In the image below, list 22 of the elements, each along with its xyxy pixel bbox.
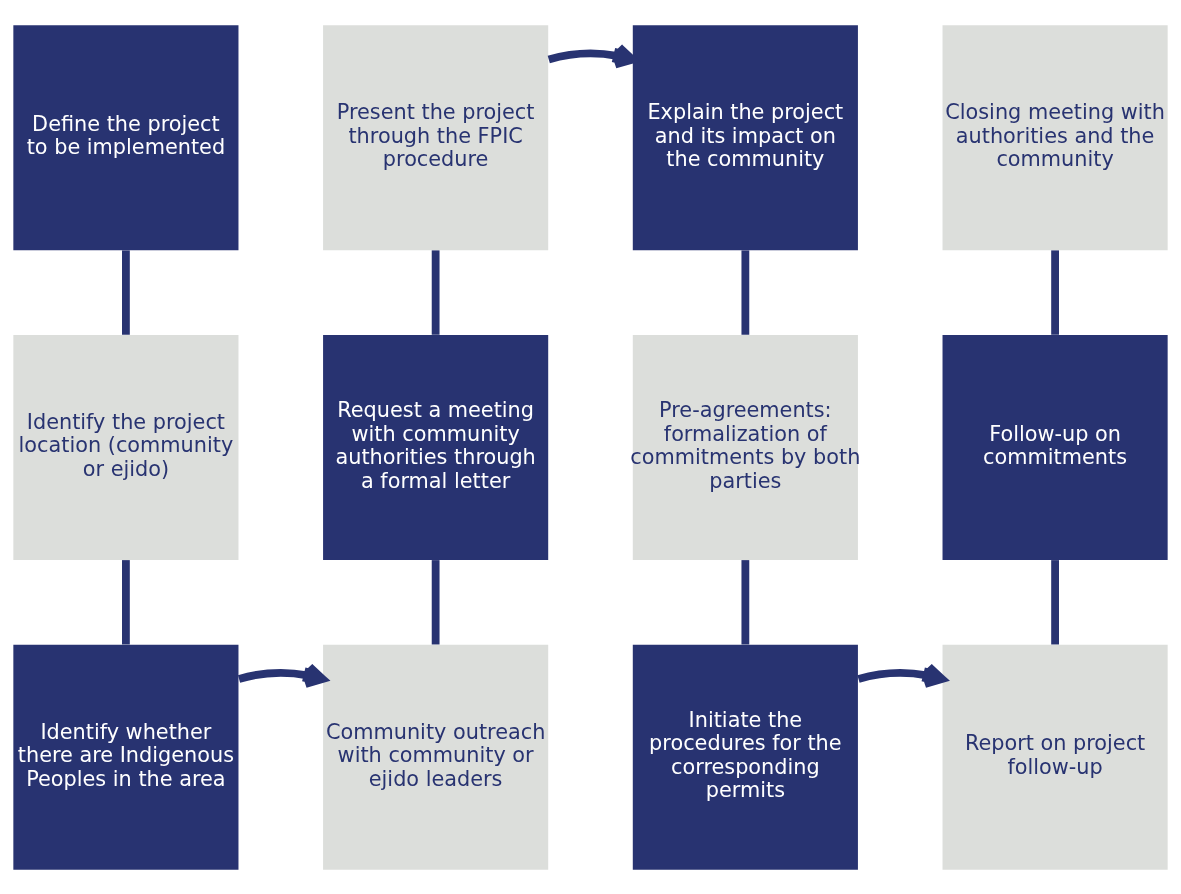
node-box: Pre-agreements: formalization of commitments by both parties: [632, 334, 858, 560]
connector: [741, 249, 750, 335]
arrow: [238, 662, 328, 688]
connector: [431, 559, 440, 644]
node-box: Community outreach with community or ejido leaders: [323, 644, 549, 870]
node-box: Report on project follow-up: [942, 644, 1168, 870]
connector: [1051, 249, 1059, 335]
connector: [431, 249, 440, 335]
node-box: Closing meeting with authorities and the community: [942, 24, 1168, 250]
node-box: Define the project to be implemented: [13, 24, 239, 250]
connector: [122, 559, 130, 644]
node-box: Present the project through the FPIC procedure: [323, 24, 549, 250]
node-box: Identify whether there are Indigenous Peoples in the area: [13, 644, 239, 870]
connector: [122, 249, 130, 335]
node-box: Initiate the procedures for the corresponding permits: [632, 644, 858, 870]
connector: [741, 559, 750, 644]
node-box: Follow-up on commitments: [942, 334, 1168, 560]
node-box: Explain the project and its impact on the community: [632, 24, 858, 250]
arrow: [857, 662, 947, 688]
connector: [1051, 559, 1059, 644]
node-box: Identify the project location (community or ejido): [13, 334, 239, 560]
node-box: Request a meeting with community authorities through a formal letter: [323, 334, 549, 560]
